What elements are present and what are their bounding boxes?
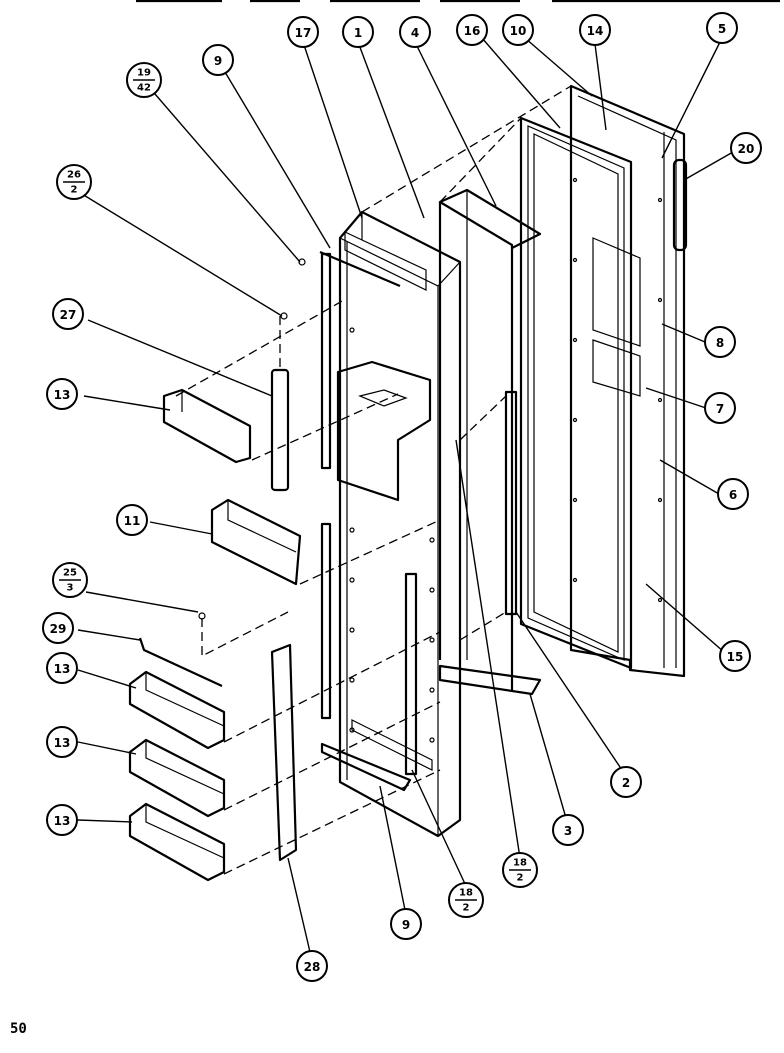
callout-circle [342,16,374,48]
callout-circle [202,44,234,76]
callout-circle [46,726,78,758]
callout-fraction-top: 19 [137,68,151,79]
door-gasket [519,116,633,670]
callout-fraction-bottom: 2 [463,903,470,914]
callout-label: 1 [354,26,362,40]
callout-fraction-top: 26 [67,170,81,181]
callout-fraction-top: 18 [513,858,527,869]
callout-label: 6 [729,488,737,502]
callout-label: 20 [738,142,755,156]
callout-8: 8 [704,326,736,358]
callout-fraction-bottom: 2 [517,873,524,884]
door-outer-panel [569,84,688,678]
callout-label: 14 [587,24,604,38]
callout-28: 28 [296,950,328,982]
callout-circle [296,950,328,982]
callout-1: 1 [342,16,374,48]
callout-17: 17 [287,16,319,48]
callout-circle [706,12,738,44]
callout-16: 16 [456,14,488,46]
callout-label: 5 [718,22,726,36]
callout-18-2b: 182 [448,882,484,918]
callout-13a: 13 [46,378,78,410]
callout-label: 4 [411,26,419,40]
callout-10: 10 [502,14,534,46]
callout-9a: 9 [202,44,234,76]
callout-label: 7 [716,402,724,416]
callout-circle [717,478,749,510]
callout-circle [399,16,431,48]
callout-label: 28 [304,960,321,974]
callout-label: 13 [54,388,71,402]
callout-label: 29 [50,622,67,636]
callout-fraction-top: 25 [63,568,77,579]
callout-fraction-bottom: 42 [137,83,151,94]
callout-circle [287,16,319,48]
callout-6: 6 [717,478,749,510]
callout-13c: 13 [46,726,78,758]
callout-circle [52,298,84,330]
callout-fraction-top: 18 [459,888,473,899]
callout-circle [704,326,736,358]
callout-circle [46,652,78,684]
callout-4: 4 [399,16,431,48]
callout-13b: 13 [46,652,78,684]
callout-circle [46,378,78,410]
callout-25-3: 253 [52,562,88,598]
callout-circle [390,908,422,940]
callout-circle [456,14,488,46]
callout-circle [42,612,74,644]
door-bins [128,388,302,882]
callout-27: 27 [52,298,84,330]
callout-label: 9 [214,54,222,68]
callout-26-2: 262 [56,164,92,200]
callout-label: 16 [464,24,481,38]
inner-door-liner [438,188,542,690]
callout-label: 3 [564,824,572,838]
callout-label: 9 [402,918,410,932]
callout-14: 14 [579,14,611,46]
alignment-lines [175,85,632,875]
callout-circle [46,804,78,836]
callout-label: 11 [124,514,141,528]
callout-11: 11 [116,504,148,536]
leader-lines [77,37,734,953]
callout-18-2a: 182 [502,852,538,888]
page-number: 50 [10,1021,27,1037]
callout-circle [719,640,751,672]
callout-label: 8 [716,336,724,350]
callout-fraction-bottom: 3 [67,583,74,594]
callout-label: 17 [295,26,312,40]
callout-circle [730,132,762,164]
callout-label: 15 [727,650,744,664]
callout-circle [502,14,534,46]
callout-2: 2 [610,766,642,798]
callout-label: 13 [54,662,71,676]
callout-3: 3 [552,814,584,846]
callout-29: 29 [42,612,74,644]
callout-9b: 9 [390,908,422,940]
callout-13d: 13 [46,804,78,836]
callout-circle [704,392,736,424]
callout-label: 13 [54,736,71,750]
callout-label: 10 [510,24,527,38]
callout-label: 13 [54,814,71,828]
callout-15: 15 [719,640,751,672]
callout-circle [116,504,148,536]
callout-label: 27 [60,308,77,322]
callout-5: 5 [706,12,738,44]
callout-7: 7 [704,392,736,424]
callout-circle [552,814,584,846]
callout-label: 2 [622,776,630,790]
callout-fraction-bottom: 2 [71,185,78,196]
callout-20: 20 [730,132,762,164]
trim-strips [198,250,542,862]
callout-circle [610,766,642,798]
callout-circle [579,14,611,46]
